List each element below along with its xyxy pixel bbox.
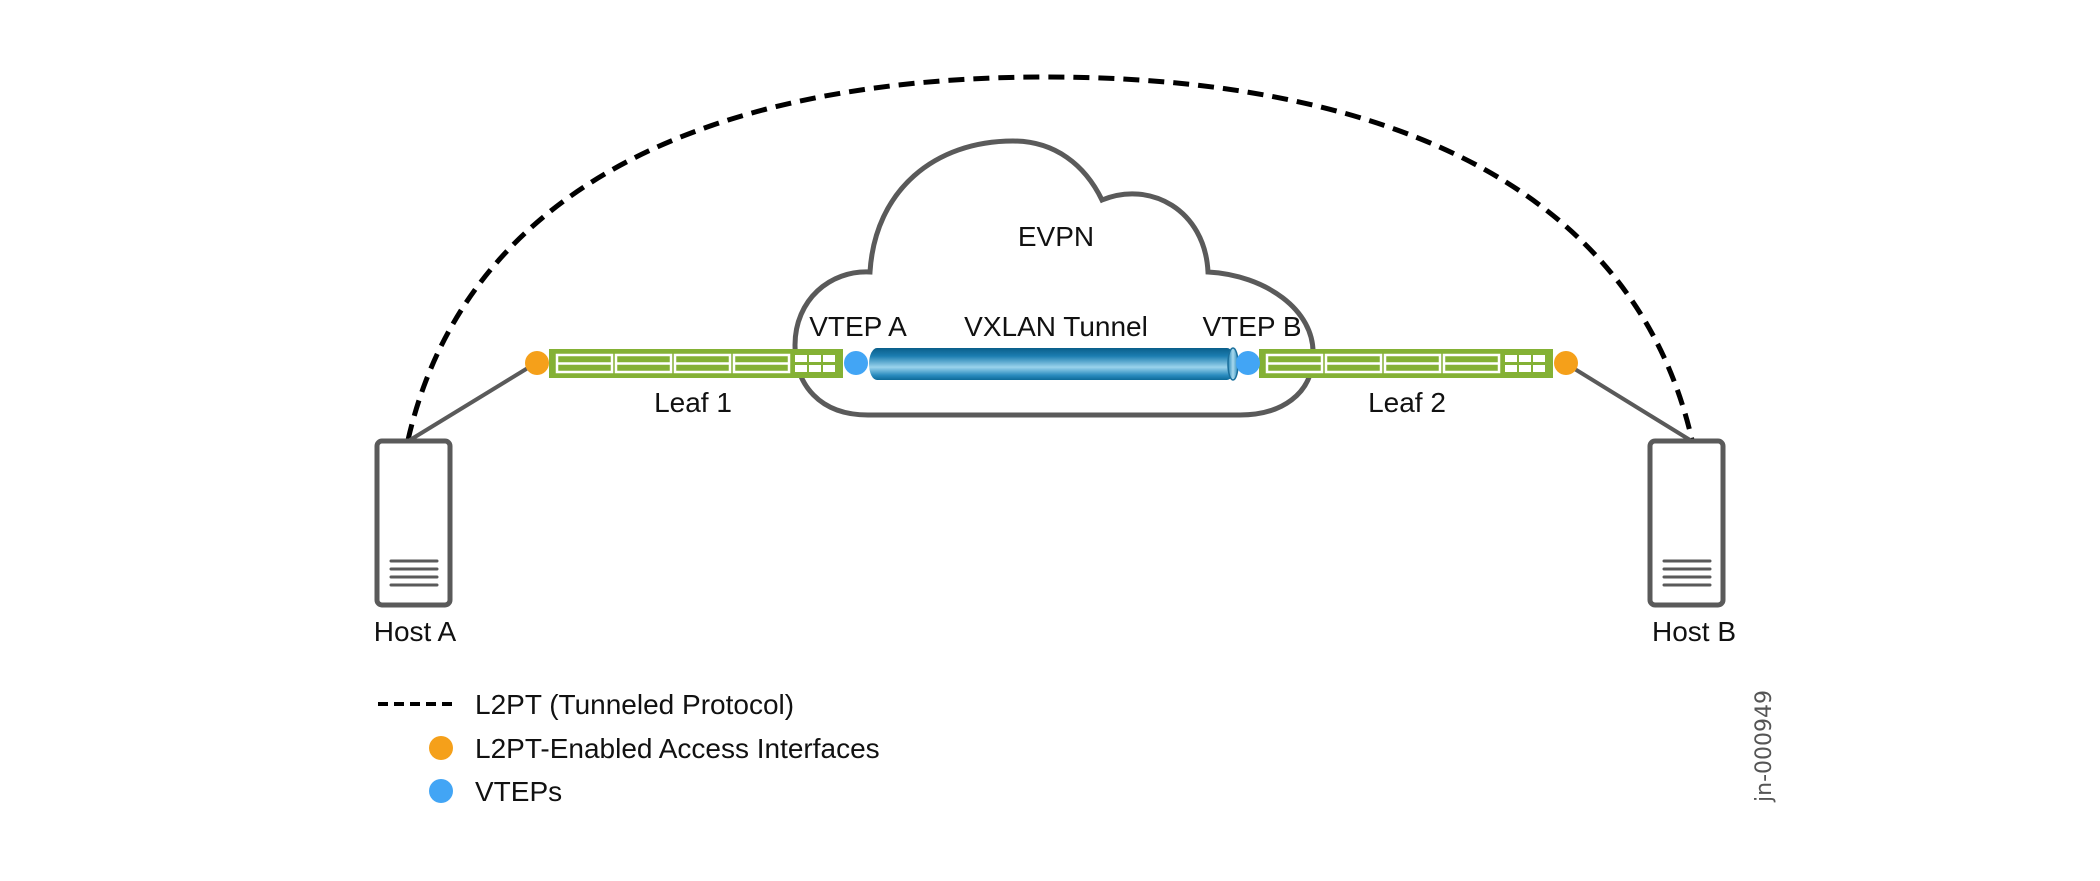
figure-id: jn-000949	[1752, 690, 1777, 803]
legend-label-l2pt: L2PT (Tunneled Protocol)	[475, 689, 794, 720]
legend-label-vteps: VTEPs	[475, 776, 562, 807]
leaf-1-label: Leaf 1	[654, 387, 732, 418]
host-b-link	[1563, 361, 1692, 442]
server-icon	[377, 441, 450, 605]
host-a[interactable]	[377, 441, 450, 605]
l2pt-dashed-arc	[405, 74, 1695, 441]
host-a-label: Host A	[374, 616, 457, 647]
legend: L2PT (Tunneled Protocol) L2PT-Enabled Ac…	[378, 689, 880, 807]
host-b[interactable]	[1650, 441, 1723, 605]
host-a-link	[408, 361, 538, 442]
leaf-2-switch[interactable]	[1257, 347, 1555, 380]
legend-blue-dot-icon	[429, 779, 453, 803]
access-interface-leaf-1[interactable]	[525, 351, 549, 375]
switch-icon	[1257, 347, 1555, 380]
cloud-label: EVPN	[1018, 221, 1094, 252]
vxlan-tunnel	[869, 347, 1239, 381]
vtep-b-label: VTEP B	[1202, 311, 1301, 342]
leaf-1-switch[interactable]	[547, 347, 845, 380]
vtep-a-dot[interactable]	[844, 351, 868, 375]
vtep-b-dot[interactable]	[1236, 351, 1260, 375]
server-icon	[1650, 441, 1723, 605]
legend-label-access-interfaces: L2PT-Enabled Access Interfaces	[475, 733, 880, 764]
access-interface-leaf-2[interactable]	[1554, 351, 1578, 375]
vtep-a-label: VTEP A	[809, 311, 907, 342]
switch-icon	[547, 347, 845, 380]
leaf-2-label: Leaf 2	[1368, 387, 1446, 418]
legend-orange-dot-icon	[429, 736, 453, 760]
host-b-label: Host B	[1652, 616, 1736, 647]
tunnel-label: VXLAN Tunnel	[964, 311, 1148, 342]
